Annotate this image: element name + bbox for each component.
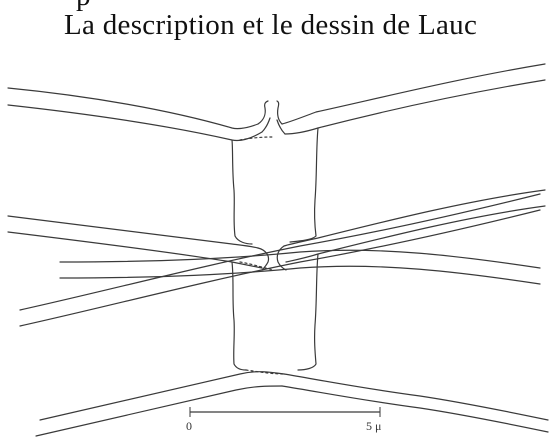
cut-off-text-line: p [76,0,91,11]
caption-text-line: La description et le dessin de Lauc [64,9,478,41]
fiber-bottom-left-outer [39,371,285,421]
lower-cell-left-wall [231,261,247,371]
fiber-bottom-right-inner [281,385,549,433]
top-pit-lip-left [261,117,271,133]
upper-cell-left-wall [231,139,253,245]
fiber-upper-left-inner [7,104,263,142]
upper-cell-right-wall [289,127,319,243]
scale-bar-end-label: 5 μ [366,419,381,433]
fiber-bottom-left-inner [35,385,283,437]
mid-pit-dotted [239,261,275,271]
scale-bar: 0 5 μ [186,407,381,433]
top-pit-right [276,100,283,125]
cell-wall-figure: 0 5 μ [7,63,549,437]
fiber-upper-right-outer [281,63,546,125]
fiber-upper-right-inner [284,79,546,135]
mid-pit-right [276,245,287,271]
fiber-mid-left-upper [7,215,259,249]
fiber-upper-left-outer [7,87,259,130]
scale-bar-start-label: 0 [186,419,192,433]
fiber-diagonal-right-a [59,249,541,269]
lower-cell-right-wall [297,253,319,371]
fiber-diagonal-left-b [19,209,541,327]
top-pit-lip-right [276,119,286,135]
fiber-bottom-right-outer [283,373,549,421]
upper-pit-dotted [239,136,273,141]
fiber-diagonal-left-a [19,193,541,311]
fiber-diagonal-right-b [59,265,541,285]
fiber-mid-left-lower [7,231,263,269]
top-pit-left [257,100,269,125]
mid-pit-left [257,247,270,271]
fiber-mid-right-upper [283,189,546,247]
fiber-mid-right-lower [285,205,546,263]
